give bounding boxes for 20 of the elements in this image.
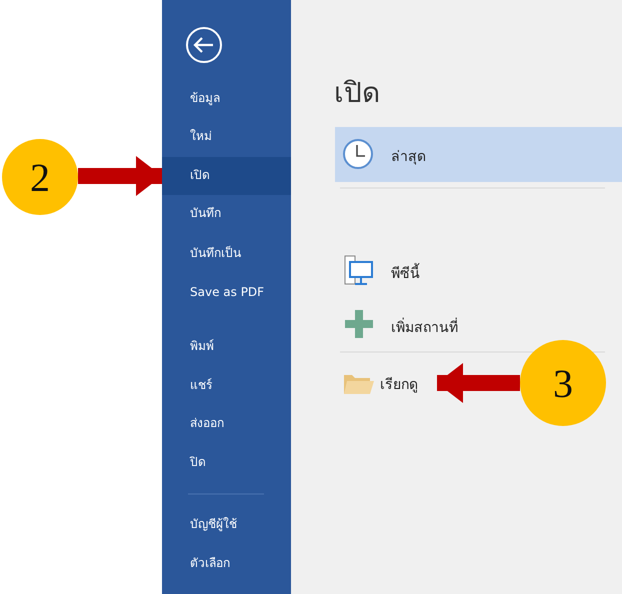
menu-item: ข้อมูล: [190, 91, 220, 106]
menu-item: ตัวเลือก: [190, 556, 230, 571]
menu-item: Save as PDF: [190, 285, 266, 300]
arrow: [78, 156, 162, 196]
callout-number: 2: [2, 139, 78, 215]
selected-menu-item: เปิด: [162, 157, 291, 195]
arrow: [437, 363, 520, 403]
menu-item: บันทึก: [190, 206, 221, 221]
menu-item: แชร์: [190, 378, 212, 393]
menu-item: ใหม่: [190, 129, 212, 144]
menu-item: บันทึกเป็น: [190, 246, 241, 261]
menu-item: บัญชีผู้ใช้: [190, 517, 237, 532]
menu-item: ปิด: [190, 455, 206, 470]
location-label: เพิ่มสถานที่: [391, 316, 458, 338]
page-heading: เปิด: [334, 75, 380, 111]
location-label: เรียกดู: [380, 368, 437, 398]
menu-item: พิมพ์: [190, 339, 214, 354]
location-label: พีซีนี้: [391, 262, 420, 284]
menu-item: ส่งออก: [190, 416, 224, 431]
location-label: ล่าสุด: [391, 148, 426, 167]
